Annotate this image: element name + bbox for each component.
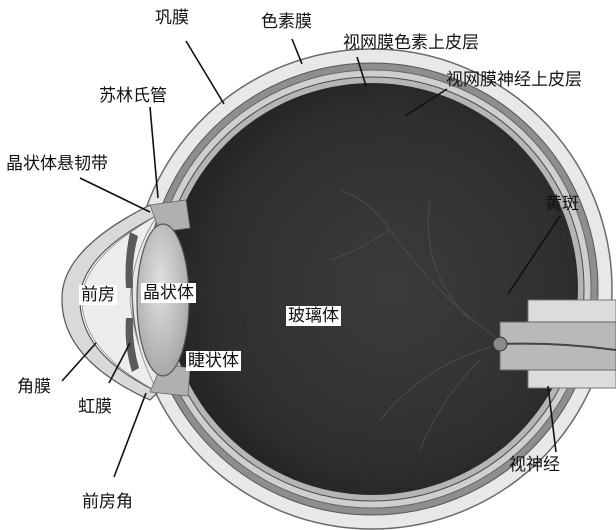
label-anterior-chamber: 前房 (79, 285, 117, 305)
label-cornea: 角膜 (17, 377, 51, 397)
vitreous-body (166, 83, 578, 495)
label-sclera: 巩膜 (155, 8, 189, 28)
label-optic-nerve: 视神经 (509, 455, 560, 475)
label-lens: 晶状体 (141, 283, 196, 303)
label-iris: 虹膜 (78, 397, 112, 417)
label-retina-neural: 视网膜神经上皮层 (446, 70, 582, 90)
label-schlemm-canal: 苏林氏管 (99, 86, 167, 106)
label-chamber-angle: 前房角 (82, 492, 133, 512)
label-macula: 黄斑 (545, 194, 579, 214)
label-ciliary-body: 睫状体 (186, 351, 241, 371)
label-rpe: 视网膜色素上皮层 (343, 33, 479, 53)
label-choroid: 色素膜 (261, 12, 312, 32)
label-zonule: 晶状体悬韧带 (6, 154, 108, 174)
label-vitreous: 玻璃体 (286, 306, 341, 326)
